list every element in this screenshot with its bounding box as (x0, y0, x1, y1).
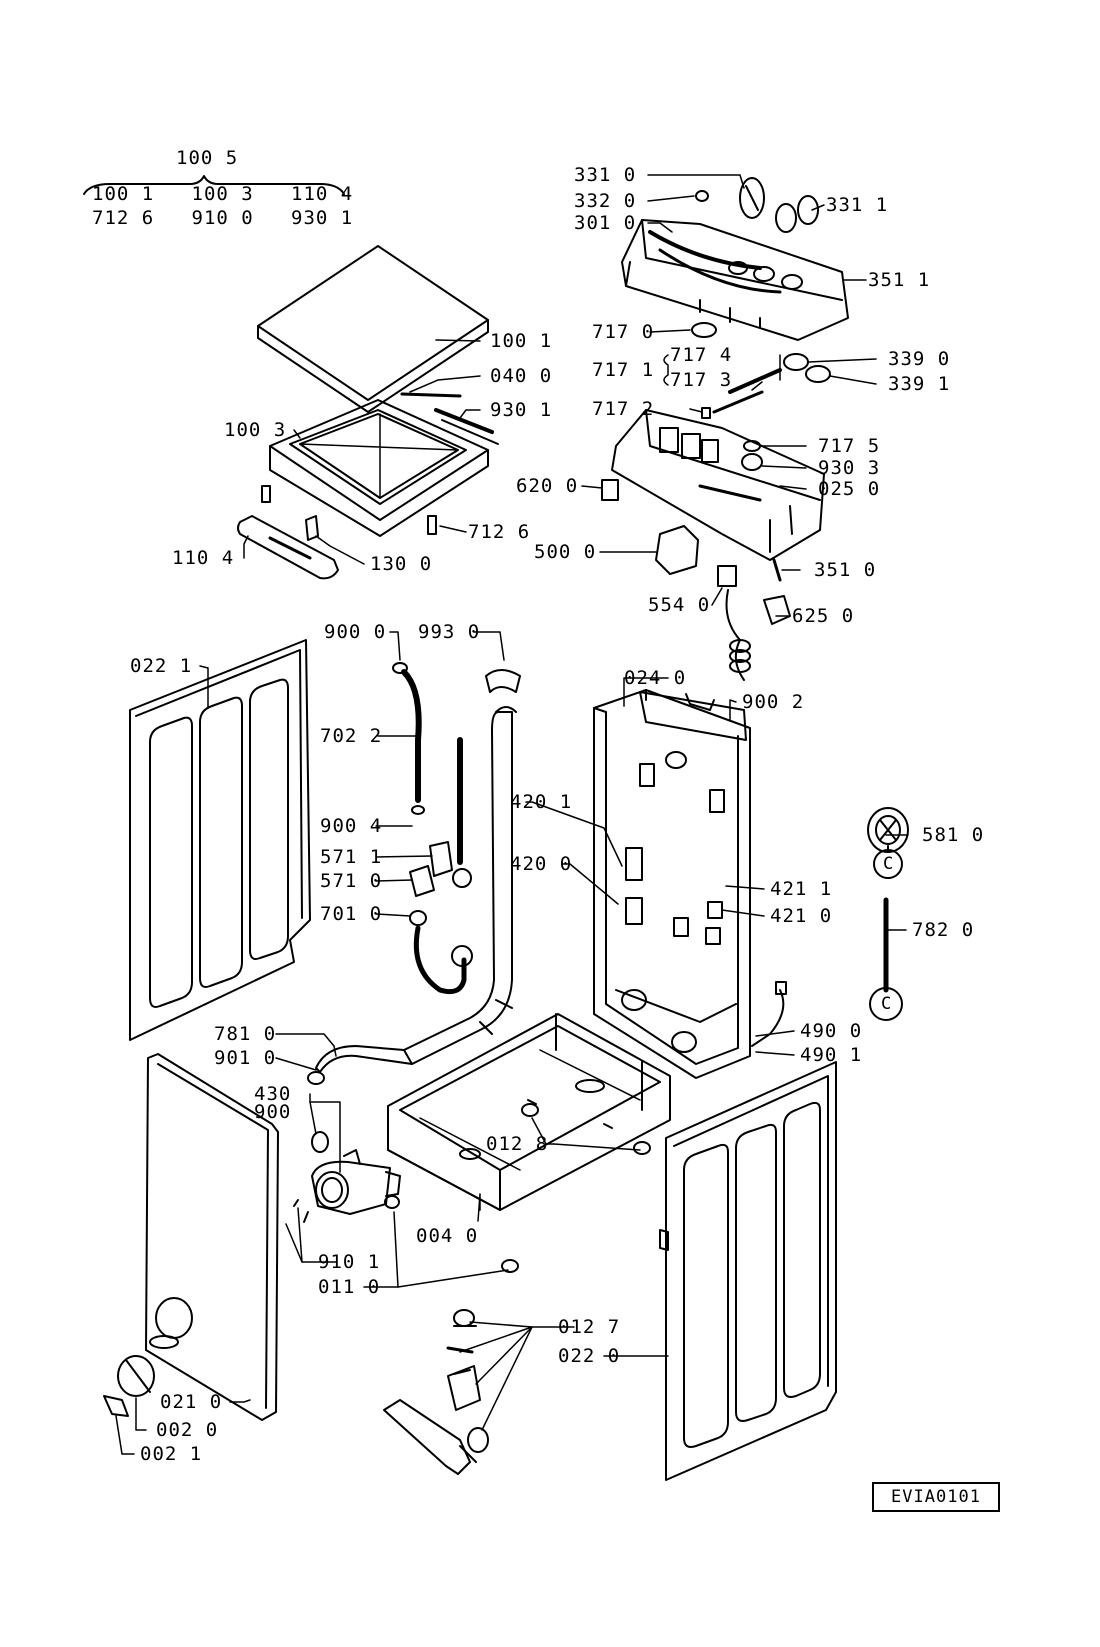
knob-cap-332-0 (695, 190, 709, 202)
label-717-2: 717 2 (592, 398, 655, 420)
label-301-0: 301 0 (574, 212, 637, 234)
label-421-1: 421 1 (770, 878, 833, 900)
label-002-1: 002 1 (140, 1443, 203, 1465)
drain-pump-430 (293, 1131, 401, 1223)
label-900: 900 (254, 1101, 292, 1123)
label-717-1: 717 1 (592, 359, 655, 381)
control-panel-assembly (601, 177, 849, 681)
label-571-1: 571 1 (320, 846, 383, 868)
label-901-0: 901 0 (214, 1047, 277, 1069)
label-781-0: 781 0 (214, 1023, 277, 1045)
water-hoses (307, 662, 521, 1085)
label-110-4: 110 4 (172, 547, 235, 569)
header-group-row2: 712 6 910 0 930 1 (92, 207, 354, 229)
label-025-0: 025 0 (818, 478, 881, 500)
label-011-0: 011 0 (318, 1276, 381, 1298)
label-993-0: 993 0 (418, 621, 481, 643)
label-351-0: 351 0 (814, 559, 877, 581)
label-930-1: 930 1 (490, 399, 553, 421)
label-900-0: 900 0 (324, 621, 387, 643)
label-910-1: 910 1 (318, 1251, 381, 1273)
label-012-8: 012 8 (486, 1133, 549, 1155)
top-lid-assembly (237, 245, 499, 580)
leg-assembly-012-7 (383, 1309, 489, 1475)
label-130-0: 130 0 (370, 553, 433, 575)
front-strip-110-4 (237, 515, 339, 580)
label-782-0: 782 0 (912, 919, 975, 941)
side-panel-022-0 (659, 1061, 837, 1481)
label-420-1: 420 1 (510, 791, 573, 813)
label-022-0: 022 0 (558, 1345, 621, 1367)
header-group-row1: 100 1 100 3 110 4 (92, 183, 354, 205)
knob-331-0 (739, 177, 765, 219)
label-701-0: 701 0 (320, 903, 383, 925)
drawing-code-box: EVIA0101 (872, 1482, 1000, 1512)
label-100-1: 100 1 (490, 330, 553, 352)
label-040-0: 040 0 (490, 365, 553, 387)
label-717-4: 717 4 (670, 344, 733, 366)
label-500-0: 500 0 (534, 541, 597, 563)
motor-581-0 (867, 807, 909, 1021)
label-717-0: 717 0 (592, 321, 655, 343)
label-332-0: 332 0 (574, 190, 637, 212)
label-930-3: 930 3 (818, 457, 881, 479)
label-421-0: 421 0 (770, 905, 833, 927)
leader-lines (115, 174, 909, 1455)
label-331-0: 331 0 (574, 164, 637, 186)
label-702-2: 702 2 (320, 725, 383, 747)
label-581-0: 581 0 (922, 824, 985, 846)
label-712-6: 712 6 (468, 521, 531, 543)
label-022-1: 022 1 (130, 655, 193, 677)
header-group-title: 100 5 (176, 147, 239, 169)
label-900-2: 900 2 (742, 691, 805, 713)
side-panel-022-1 (129, 639, 311, 1041)
label-625-0: 625 0 (792, 605, 855, 627)
label-012-7: 012 7 (558, 1316, 621, 1338)
label-620-0: 620 0 (516, 475, 579, 497)
label-717-3: 717 3 (670, 369, 733, 391)
label-339-0: 339 0 (888, 348, 951, 370)
label-021-0: 021 0 (160, 1391, 223, 1413)
label-490-1: 490 1 (800, 1044, 863, 1066)
label-490-0: 490 0 (800, 1020, 863, 1042)
ref-letter-c-1: C (883, 854, 894, 874)
header-brace (83, 175, 345, 195)
label-430: 430 (254, 1083, 292, 1105)
label-900-4: 900 4 (320, 815, 383, 837)
ref-circle-c-2 (869, 987, 903, 1021)
label-004-0: 004 0 (416, 1225, 479, 1247)
label-554-0: 554 0 (648, 594, 711, 616)
label-339-1: 339 1 (888, 373, 951, 395)
label-420-0: 420 0 (510, 853, 573, 875)
label-331-1: 331 1 (826, 194, 889, 216)
label-100-3: 100 3 (224, 419, 287, 441)
back-panel-024-0 (593, 689, 787, 1079)
label-717-5: 717 5 (818, 435, 881, 457)
front-panel-021-0 (103, 1053, 279, 1421)
label-351-1: 351 1 (868, 269, 931, 291)
ref-letter-c-2: C (881, 994, 892, 1014)
label-571-0: 571 0 (320, 870, 383, 892)
lid-100-1 (257, 245, 489, 401)
label-024-0: 024 0 (624, 667, 687, 689)
label-002-0: 002 0 (156, 1419, 219, 1441)
